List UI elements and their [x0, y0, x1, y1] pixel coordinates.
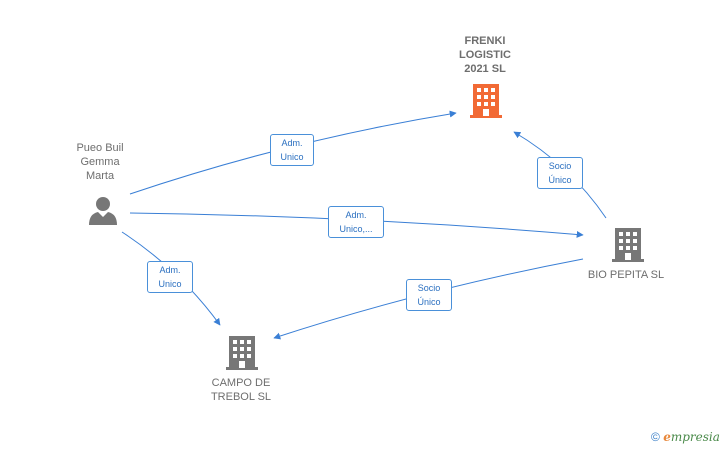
pueo-buil-label[interactable]: Pueo Buil Gemma Marta [76, 142, 124, 182]
frenki-building-icon[interactable] [470, 84, 502, 118]
person-icon[interactable] [88, 195, 118, 225]
edge-label-pueo-frenki: Adm. Unico [270, 134, 314, 166]
campo-de-trebol-label[interactable]: CAMPO DE TREBOL SL [210, 377, 272, 403]
campo-de-trebol-building-icon[interactable] [226, 336, 258, 370]
edge-label-bio-frenki: Socio Único [537, 157, 583, 189]
bio-pepita-building-icon[interactable] [612, 228, 644, 262]
edge-label-pueo-campo: Adm. Unico [147, 261, 193, 293]
empresia-watermark: © empresia [651, 430, 720, 444]
frenki-label[interactable]: FRENKI LOGISTIC 2021 SL [459, 35, 511, 75]
brand-logo: empresia [663, 430, 720, 444]
bio-pepita-label[interactable]: BIO PEPITA SL [587, 269, 665, 281]
edge-label-bio-campo: Socio Único [406, 279, 452, 311]
edge-label-pueo-bio: Adm. Unico,... [328, 206, 384, 238]
copyright-icon: © [651, 430, 660, 444]
